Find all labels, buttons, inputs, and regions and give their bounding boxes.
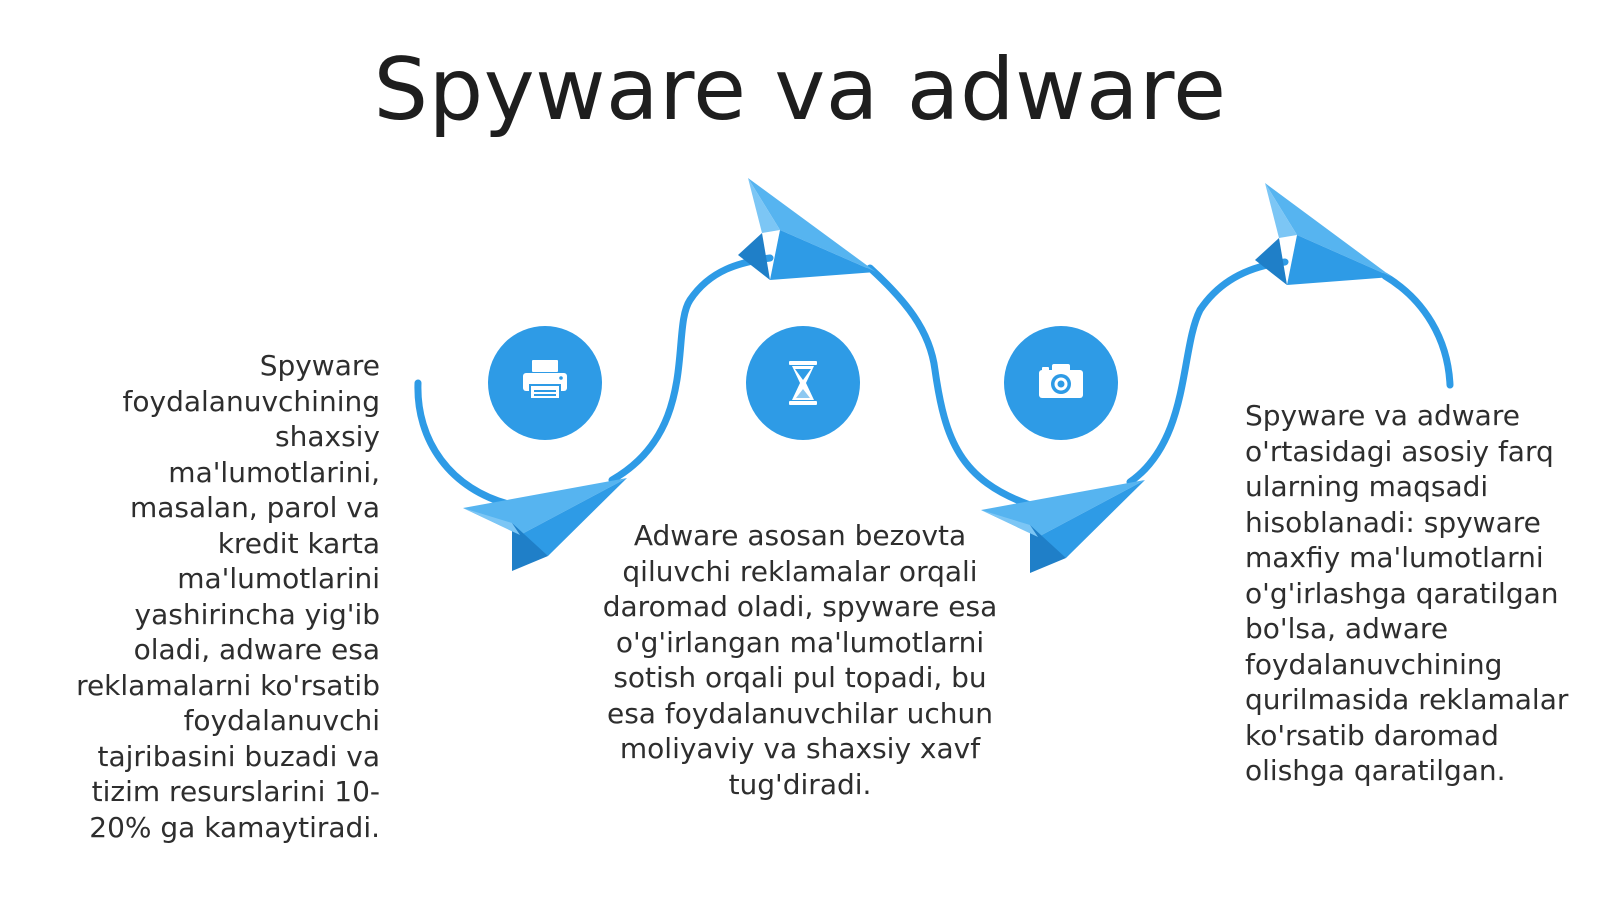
flow-curve-4 <box>1126 258 1289 486</box>
step-circle-3 <box>1004 326 1118 440</box>
step-1-description: Spyware foydalanuvchining shaxsiy ma'lum… <box>76 349 380 844</box>
flow-curve-3 <box>866 264 1034 509</box>
slide-title: Spyware va adware <box>373 40 1227 140</box>
step-circle-1 <box>488 326 602 440</box>
flow-curve-1 <box>414 379 516 509</box>
printer-icon <box>523 360 567 400</box>
step-2-description: Adware asosan bezovta qiluvchi reklamala… <box>602 519 998 801</box>
paper-plane-icon-2 <box>738 178 876 280</box>
flow-curve-5 <box>1381 272 1454 389</box>
paper-plane-icon-1 <box>463 478 627 571</box>
step-3-description: Spyware va adware o'rtasidagi asosiy far… <box>1245 399 1569 787</box>
camera-icon <box>1039 364 1083 398</box>
step-circle-2 <box>746 326 860 440</box>
paper-plane-icon-4 <box>1255 183 1392 285</box>
flow-curve-2 <box>608 254 774 484</box>
paper-plane-icon-3 <box>981 480 1145 573</box>
hourglass-icon <box>789 361 817 405</box>
